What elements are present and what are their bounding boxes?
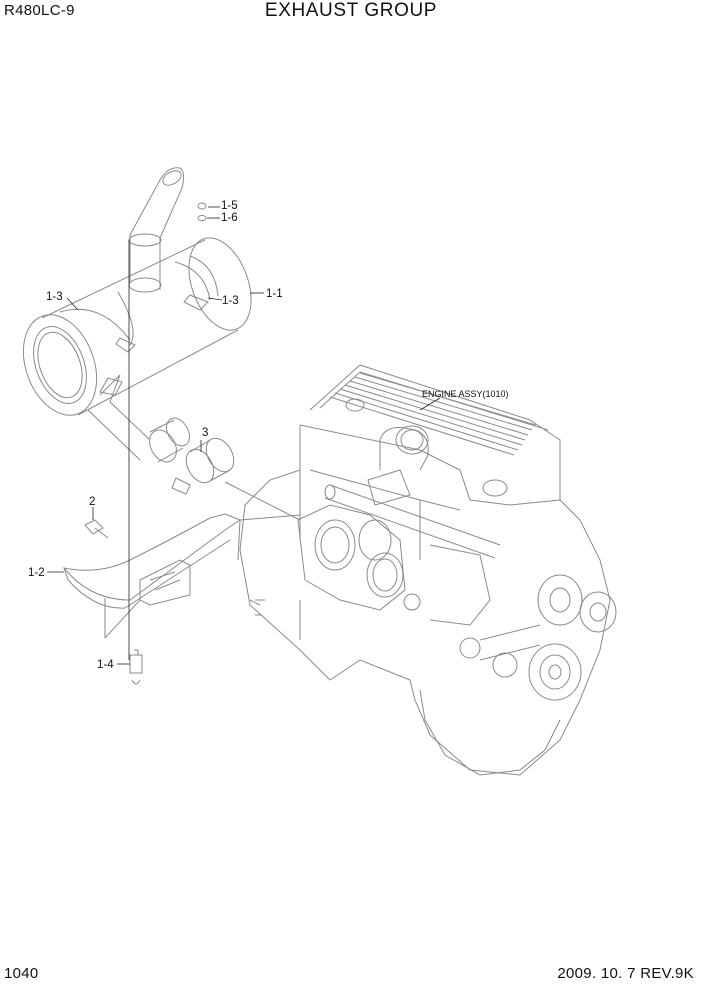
callout-1-5: 1-5 xyxy=(221,200,238,212)
revision-date: 2009. 10. 7 REV.9K xyxy=(557,965,694,982)
model-code: R480LC-9 xyxy=(4,2,75,19)
callout-1-6: 1-6 xyxy=(221,212,238,224)
nut-1-5 xyxy=(197,202,207,210)
callout-engine-assy: ENGINE ASSY(1010) xyxy=(422,389,509,399)
engine-assembly-drawing xyxy=(237,364,617,776)
page-number: 1040 xyxy=(4,965,39,982)
bracket-drawing xyxy=(62,513,242,685)
valve-cover-ribs xyxy=(329,372,537,456)
callout-1-3-right: 1-3 xyxy=(222,295,239,307)
page-title: EXHAUST GROUP xyxy=(264,0,438,21)
callout-3: 3 xyxy=(202,427,208,439)
leader-lines xyxy=(47,206,441,665)
washer-1-6 xyxy=(197,215,207,221)
callout-1-4: 1-4 xyxy=(97,659,114,671)
callout-1-3-left: 1-3 xyxy=(46,291,63,303)
callout-1-2: 1-2 xyxy=(28,567,45,579)
callout-1-1: 1-1 xyxy=(266,288,283,300)
callout-2: 2 xyxy=(89,496,95,508)
